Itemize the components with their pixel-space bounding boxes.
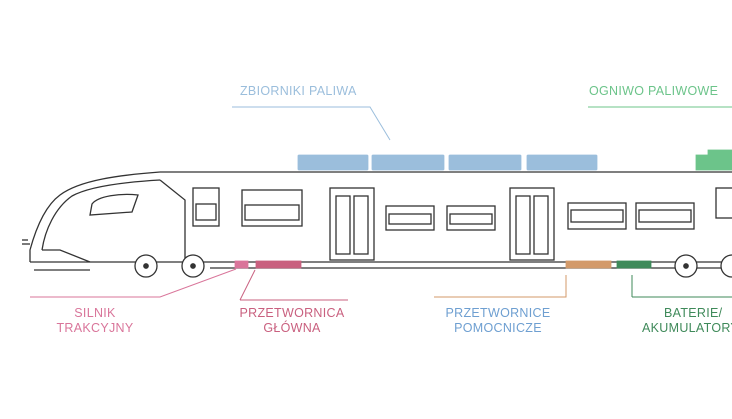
main-converter-unit (255, 260, 302, 269)
leader-aux-converters (434, 275, 567, 298)
leader-fuel-tanks (232, 106, 391, 141)
fuel-cell-unit (695, 154, 732, 171)
label-batteries-line1: BATERIE/ (664, 306, 723, 320)
wheel-set (134, 254, 732, 278)
label-aux-converters: PRZETWORNICE POMOCNICZE (438, 306, 558, 336)
batteries-unit (616, 260, 652, 269)
label-traction-motor-line1: SILNIK (74, 306, 116, 320)
label-traction-motor-line2: TRAKCYJNY (56, 321, 134, 335)
label-main-converter-line1: PRZETWORNICA (239, 306, 345, 320)
aux-converters-unit (565, 260, 612, 269)
label-main-converter-line2: GŁÓWNA (263, 321, 321, 335)
traction-motor-unit (234, 260, 249, 269)
label-aux-converters-line2: POMOCNICZE (454, 321, 542, 335)
label-batteries-line2: AKUMULATORY (642, 321, 732, 335)
train-body (22, 171, 732, 271)
label-traction-motor: SILNIK TRAKCYJNY (50, 306, 140, 336)
label-batteries: BATERIE/ AKUMULATORY (642, 306, 732, 336)
label-fuel-tanks: ZBIORNIKI PALIWA (240, 84, 357, 98)
label-fuel-cell: OGNIWO PALIWOWE (589, 84, 719, 98)
fuel-cell-top (707, 149, 732, 157)
leader-main-converter (239, 269, 256, 301)
label-main-converter: PRZETWORNICA GŁÓWNA (232, 306, 352, 336)
leader-traction-motor (30, 268, 237, 298)
label-aux-converters-line1: PRZETWORNICE (445, 306, 551, 320)
fuel-tanks (297, 154, 598, 171)
